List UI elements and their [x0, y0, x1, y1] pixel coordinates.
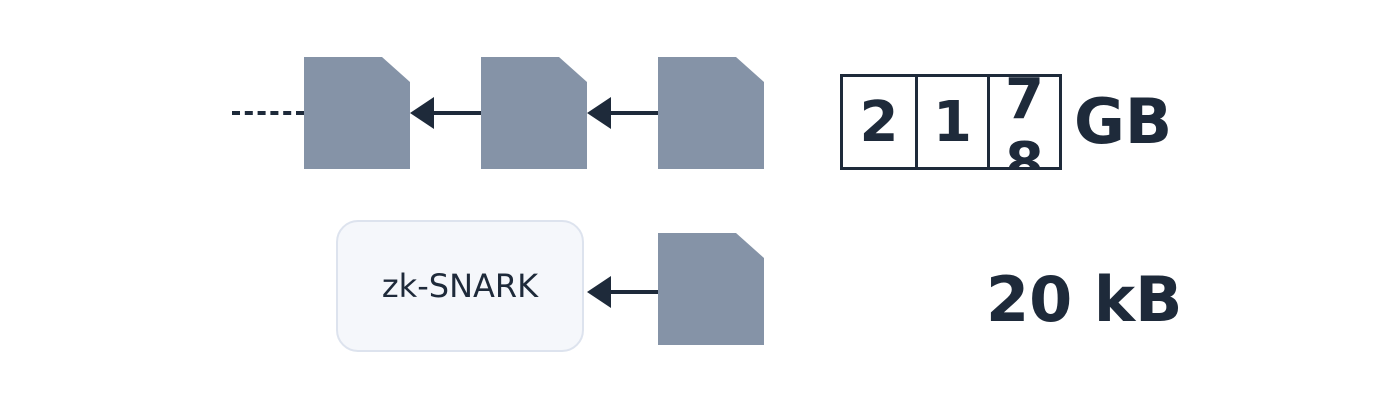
chain-arrow-2	[587, 97, 659, 129]
snark-arrow	[587, 276, 659, 308]
counter-digit-1: 2	[859, 89, 899, 155]
counter-digit-2: 1	[915, 77, 987, 167]
proof-size: 20 kB	[986, 263, 1183, 336]
chain-arrow-1	[410, 97, 482, 129]
counter-digit-rolling-out: 7	[1005, 77, 1044, 132]
zk-snark-box: zk-SNARK	[336, 220, 584, 352]
chain-size-counter: 2 1 7 8	[840, 74, 1062, 170]
counter-digit-rolling-in: 8	[1005, 131, 1044, 167]
chain-continuation-dots	[232, 111, 304, 115]
zk-snark-label: zk-SNARK	[381, 267, 539, 305]
chain-block-2	[481, 57, 587, 169]
counter-digit-rolling: 7 8	[987, 77, 1059, 167]
snark-latest-block	[658, 233, 764, 345]
chain-block-3	[658, 57, 764, 169]
chain-size-unit: GB	[1074, 85, 1173, 158]
chain-block-1	[304, 57, 410, 169]
